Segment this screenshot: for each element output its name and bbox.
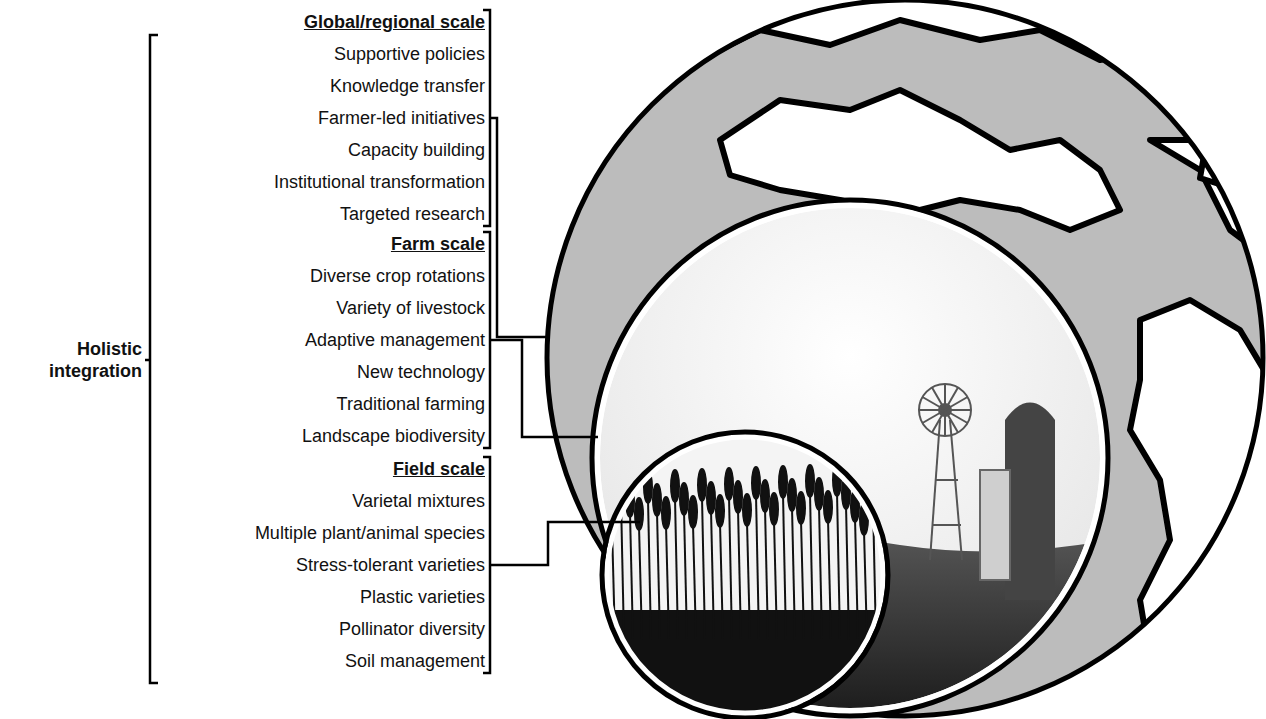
list-item: Stress-tolerant varieties	[255, 549, 485, 581]
wheat-head	[806, 465, 814, 497]
wheat-head	[599, 486, 607, 518]
windmill-blade	[944, 384, 946, 410]
scale-heading: Field scale	[255, 453, 485, 485]
outer-bracket	[150, 35, 158, 683]
wheat-stalk	[837, 492, 840, 640]
wheat-head	[698, 469, 706, 501]
wheat-stalk	[801, 520, 804, 640]
scale-list: Field scaleVarietal mixturesMultiple pla…	[255, 453, 485, 677]
list-item: Targeted research	[274, 198, 485, 230]
wheat-stalk	[684, 511, 687, 640]
wheat-head	[734, 481, 742, 513]
list-item: Soil management	[255, 645, 485, 677]
list-item: Farmer-led initiatives	[274, 102, 485, 134]
wheat-head	[815, 478, 823, 510]
wheat-head	[662, 497, 670, 529]
wheat-head	[752, 467, 760, 499]
scale-list: Global/regional scaleSupportive policies…	[274, 6, 485, 230]
scale-heading: Farm scale	[302, 228, 485, 260]
list-item: Capacity building	[274, 134, 485, 166]
windmill-blade	[932, 387, 945, 410]
list-item: Institutional transformation	[274, 166, 485, 198]
leader-line	[490, 340, 598, 437]
wheat-stalk	[765, 508, 768, 640]
wheat-stalk	[810, 493, 813, 640]
wheat-head	[707, 482, 715, 514]
wheat-stalk	[756, 495, 759, 640]
wheat-stalk	[864, 531, 867, 640]
wheat-stalk	[846, 505, 849, 640]
list-item: Diverse crop rotations	[302, 260, 485, 292]
wheat-stalk	[639, 526, 642, 640]
wheat-stalk	[648, 499, 651, 640]
wheat-head	[725, 468, 733, 500]
windmill-blade	[922, 410, 945, 423]
list-item: Landscape biodiversity	[302, 420, 485, 452]
wheat-stalk	[693, 524, 696, 640]
integration-group: Holistic integration Global/regional scal…	[0, 0, 495, 719]
windmill-blade	[945, 409, 971, 411]
wheat-stalk	[828, 519, 831, 640]
list-item: Plastic varieties	[255, 581, 485, 613]
wheat-stalk	[729, 496, 732, 640]
wheat-stalk	[666, 525, 669, 640]
wheat-stalk	[720, 523, 723, 640]
wheat-head	[671, 470, 679, 502]
list-item: Knowledge transfer	[274, 70, 485, 102]
list-item: Variety of livestock	[302, 292, 485, 324]
scale-list: Farm scaleDiverse crop rotationsVariety …	[302, 228, 485, 452]
wheat-stalk	[855, 518, 858, 640]
wheat-head	[635, 498, 643, 530]
wheat-head	[653, 484, 661, 516]
windmill-blade	[919, 409, 945, 411]
wheat-stalk	[657, 512, 660, 640]
wheat-stalk	[630, 513, 633, 640]
wheat-head	[878, 489, 886, 521]
list-item: Varietal mixtures	[255, 485, 485, 517]
wheat-stalk	[747, 522, 750, 640]
wheat-head	[716, 495, 724, 527]
wheat-stalk	[783, 494, 786, 640]
wheat-stalk	[675, 498, 678, 640]
wheat-head	[797, 492, 805, 524]
windmill-blade	[945, 410, 958, 433]
wheat-stalk	[738, 509, 741, 640]
wheat-head	[689, 496, 697, 528]
wheat-head	[770, 493, 778, 525]
wheat-stalk	[774, 521, 777, 640]
list-item: Traditional farming	[302, 388, 485, 420]
windmill-blade	[944, 410, 946, 436]
leader-line	[490, 522, 640, 565]
scale-heading: Global/regional scale	[274, 6, 485, 38]
wheat-stalk	[819, 506, 822, 640]
wheat-head	[779, 466, 787, 498]
wheat-head	[743, 494, 751, 526]
bracket-tick	[145, 359, 150, 362]
leader-line	[490, 118, 548, 337]
windmill-blade	[945, 397, 968, 410]
wheat-stalk	[711, 510, 714, 640]
list-item: New technology	[302, 356, 485, 388]
field-scene	[599, 430, 900, 719]
list-item: Multiple plant/animal species	[255, 517, 485, 549]
wheat-head	[680, 483, 688, 515]
list-item: Pollinator diversity	[255, 613, 485, 645]
wheat-head	[824, 491, 832, 523]
list-item: Adaptive management	[302, 324, 485, 356]
wheat-head	[761, 480, 769, 512]
wheat-stalk	[792, 507, 795, 640]
wheat-head	[788, 479, 796, 511]
list-item: Supportive policies	[274, 38, 485, 70]
wheat-stalk	[702, 497, 705, 640]
integration-label: Holistic integration	[4, 338, 142, 382]
